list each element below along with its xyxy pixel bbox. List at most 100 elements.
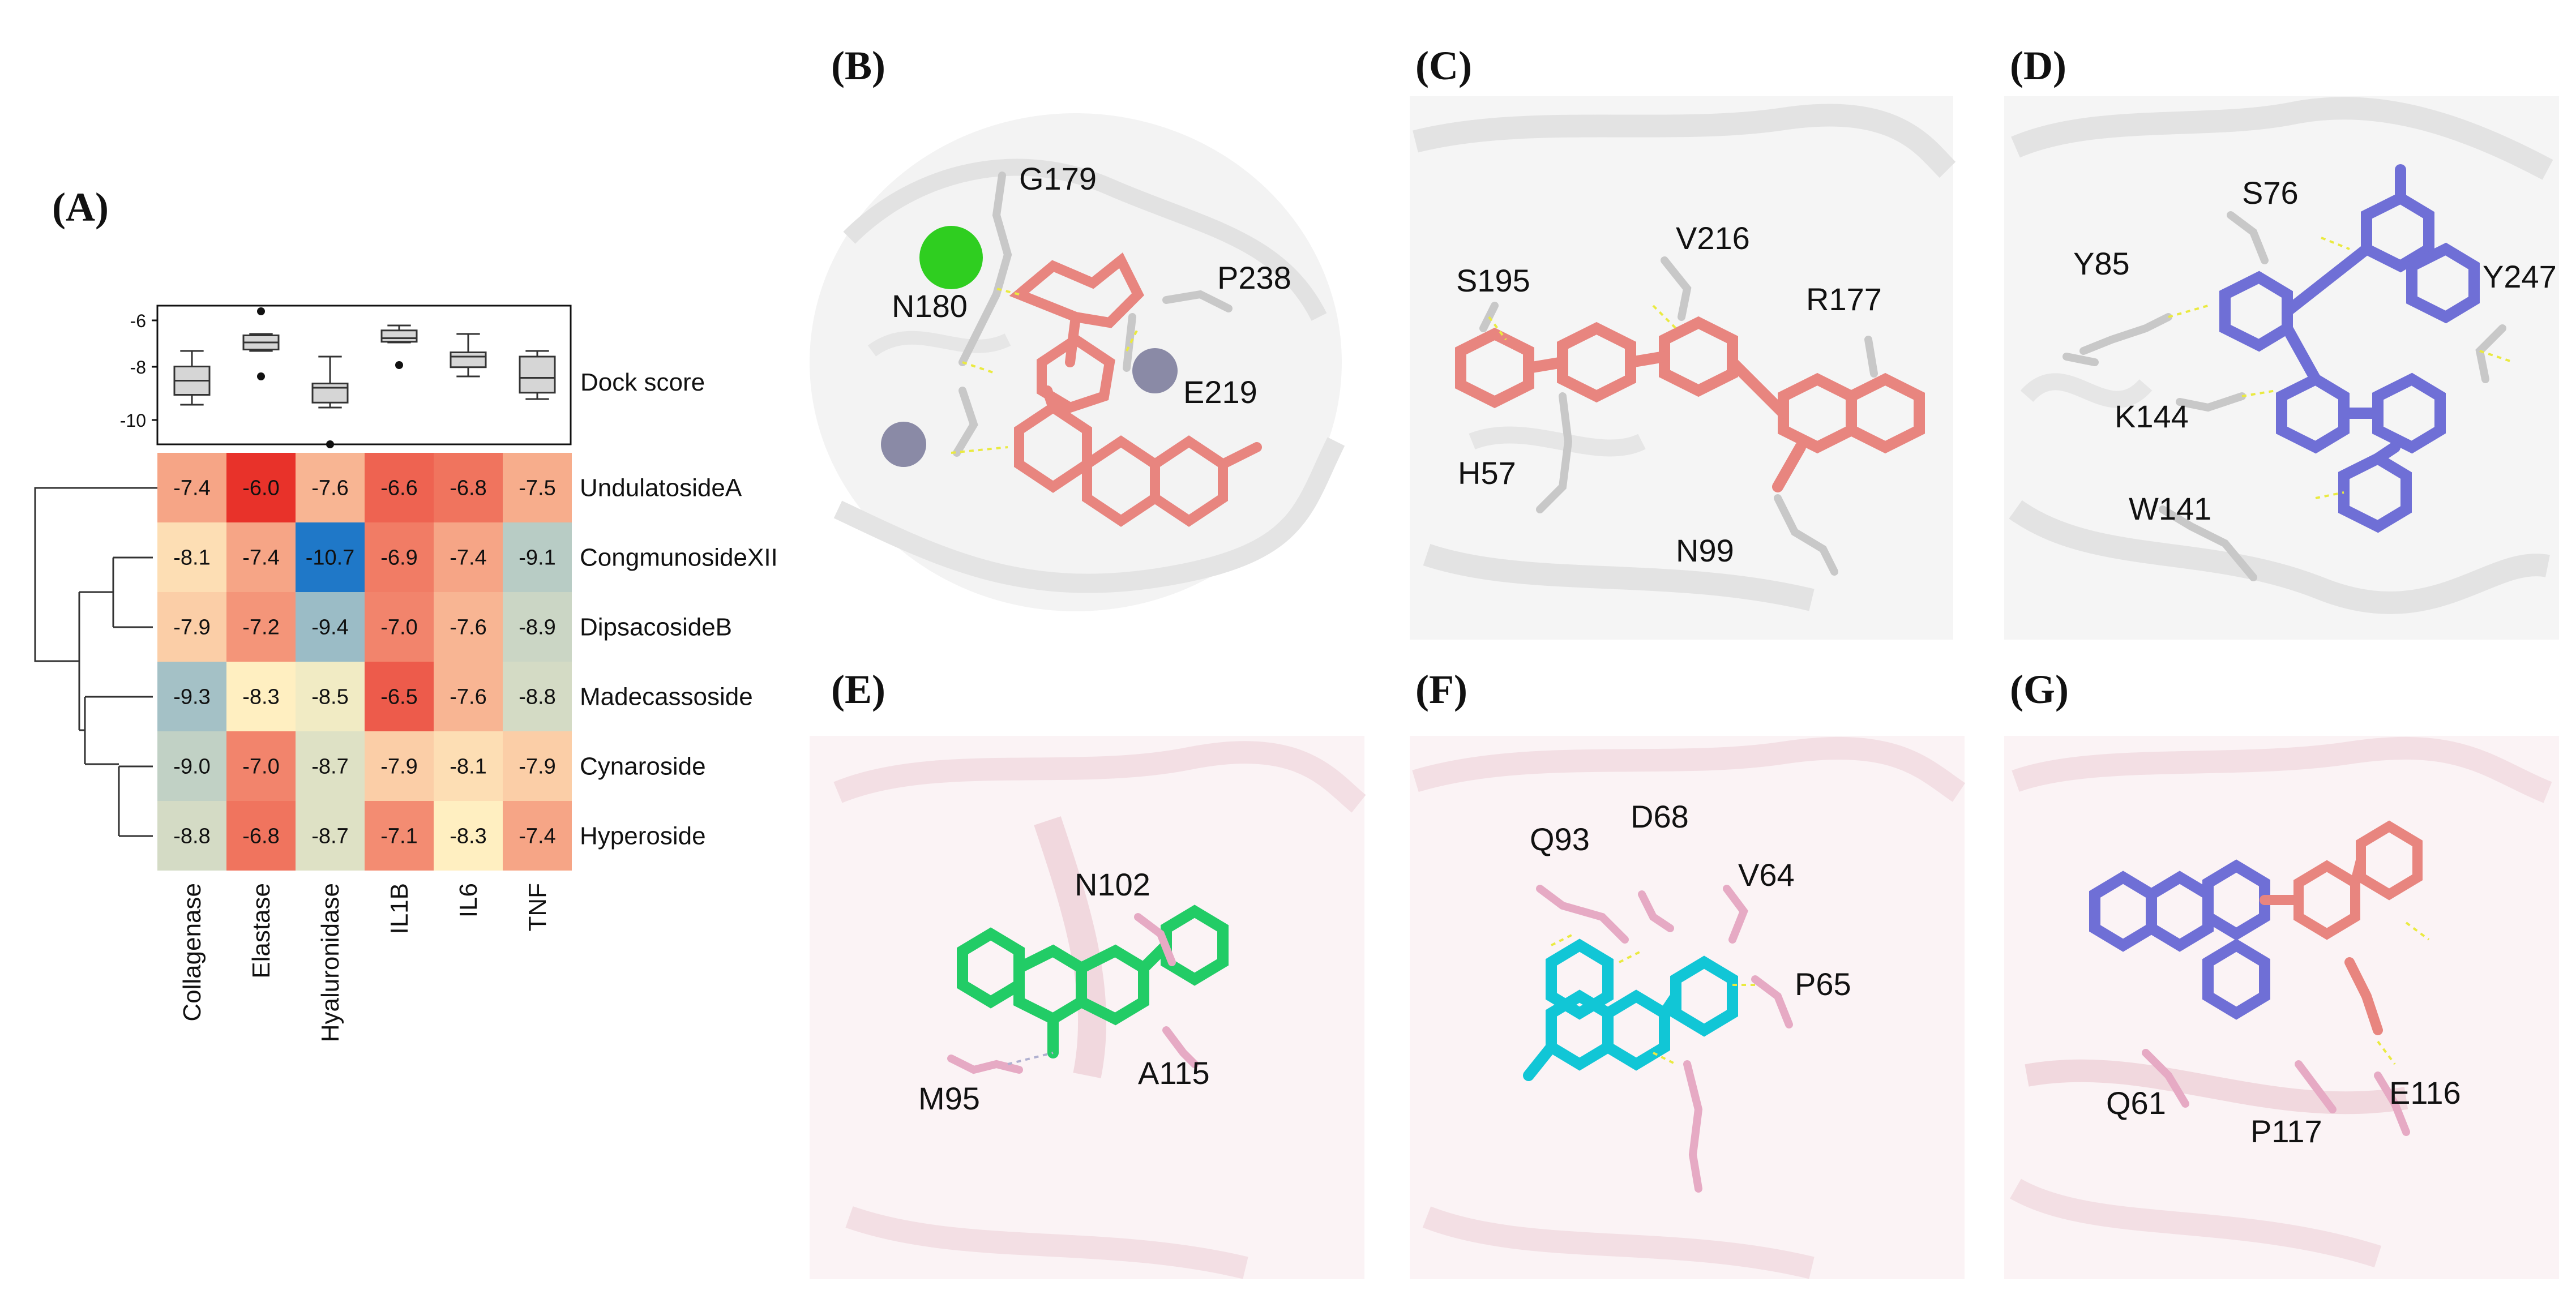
panel-label-g: (G) xyxy=(2010,667,2069,712)
structure-e: N102 M95 A115 xyxy=(810,736,1366,1279)
residue-label: N180 xyxy=(892,288,968,324)
heatmap-cell xyxy=(226,662,296,731)
row-dendrogram xyxy=(34,487,157,837)
heatmap-row-labels: UndulatosideACongmunosideXIIDipsacosideB… xyxy=(580,474,778,850)
structure-b: G179 N180 P238 E219 xyxy=(810,96,1364,640)
heatmap-cell-value: -7.9 xyxy=(519,755,555,779)
heatmap-cell xyxy=(157,522,226,592)
heatmap-cell-value: -9.4 xyxy=(311,616,348,640)
heatmap-cell xyxy=(503,453,572,522)
heatmap-cell xyxy=(434,522,503,592)
heatmap-cell-value: -8.9 xyxy=(519,616,555,640)
heatmap-cell xyxy=(434,662,503,731)
heatmap-cell-value: -7.6 xyxy=(311,477,348,500)
heatmap-cell-value: -6.5 xyxy=(380,685,417,709)
structure-c: S195 V216 R177 H57 N99 xyxy=(1410,96,1956,640)
heatmap-row-label: CongmunosideXII xyxy=(580,544,778,572)
residue-label: Y247 xyxy=(2483,259,2557,294)
residue-label: P117 xyxy=(2250,1113,2322,1149)
residue-label: D68 xyxy=(1631,799,1689,834)
boxplot-iqr xyxy=(450,352,487,368)
residue-label: V64 xyxy=(1738,857,1795,893)
panel-label-d: (D) xyxy=(2010,43,2066,88)
heatmap-cell-value: -7.4 xyxy=(519,825,555,848)
heatmap-cell-value: -7.0 xyxy=(380,616,417,640)
heatmap-cell xyxy=(503,801,572,871)
heatmap-cell xyxy=(434,801,503,871)
heatmap-row-label: Hyperoside xyxy=(580,822,706,850)
heatmap-cell-value: -6.9 xyxy=(380,546,417,570)
panel-label-f: (F) xyxy=(1415,667,1467,712)
heatmap-cell-value: -9.1 xyxy=(519,546,555,570)
heatmap-cell xyxy=(226,801,296,871)
heatmap-row-label: UndulatosideA xyxy=(580,474,742,502)
heatmap-cell-value: -7.6 xyxy=(450,685,486,709)
heatmap-cell xyxy=(157,731,226,801)
heatmap-cell-value: -6.0 xyxy=(242,477,279,500)
heatmap-cell-value: -8.3 xyxy=(450,825,486,848)
heatmap-cell-value: -6.8 xyxy=(242,825,279,848)
heatmap-cell xyxy=(434,453,503,522)
heatmap-cell-value: -8.8 xyxy=(173,825,210,848)
heatmap-column-label: TNF xyxy=(524,883,551,932)
boxplot-iqr xyxy=(519,355,556,394)
heatmap-cell-value: -7.1 xyxy=(380,825,417,848)
heatmap-cell-value: -8.8 xyxy=(519,685,555,709)
boxplot-panel: -6 -8 -10 Dock score xyxy=(120,305,705,448)
heatmap-cell-value: -7.4 xyxy=(242,546,279,570)
boxplot-outlier xyxy=(326,440,334,448)
ion-sphere-green xyxy=(919,226,983,289)
heatmap-cell-value: -10.7 xyxy=(306,546,355,570)
residue-label: E219 xyxy=(1183,374,1257,410)
heatmap-cell xyxy=(296,453,365,522)
residue-label: S76 xyxy=(2242,175,2299,211)
heatmap-column-label: IL1B xyxy=(386,883,413,935)
heatmap-cell xyxy=(503,731,572,801)
ion-sphere-gray-1 xyxy=(1132,348,1178,393)
heatmap-column-label: Collagenase xyxy=(178,883,206,1022)
boxplot-iqr xyxy=(380,329,418,343)
heatmap-cell-value: -6.8 xyxy=(450,477,486,500)
heatmap-cell xyxy=(365,453,434,522)
heatmap-cell-value: -7.0 xyxy=(242,755,279,779)
residue-label: N99 xyxy=(1676,533,1734,568)
heatmap: -7.4-6.0-7.6-6.6-6.8-7.5-8.1-7.4-10.7-6.… xyxy=(157,453,572,871)
heatmap-cell-value: -9.0 xyxy=(173,755,210,779)
heatmap-column-label: Elastase xyxy=(247,883,275,979)
heatmap-cell xyxy=(226,453,296,522)
heatmap-cell-value: -7.5 xyxy=(519,477,555,500)
boxplot-box xyxy=(380,324,418,369)
boxplot-ytick-3: -10 xyxy=(120,410,146,431)
residue-label: P65 xyxy=(1795,966,1851,1002)
residue-label: N102 xyxy=(1075,867,1150,902)
heatmap-cell xyxy=(296,522,365,592)
heatmap-cell xyxy=(365,522,434,592)
structure-f: Q93 D68 V64 P65 xyxy=(1410,736,1966,1279)
heatmap-cell xyxy=(157,453,226,522)
boxplot-box xyxy=(519,350,556,400)
heatmap-cell xyxy=(296,662,365,731)
heatmap-cell xyxy=(296,592,365,662)
heatmap-cell xyxy=(365,662,434,731)
heatmap-cell xyxy=(157,592,226,662)
boxplot-frame xyxy=(156,305,572,445)
heatmap-cell xyxy=(157,801,226,871)
heatmap-cell xyxy=(503,592,572,662)
panel-label-a: (A) xyxy=(52,185,109,230)
heatmap-row-label: Madecassoside xyxy=(580,683,753,711)
residue-label: W141 xyxy=(2129,491,2211,526)
panel-label-c: (C) xyxy=(1415,43,1472,88)
heatmap-cell xyxy=(365,801,434,871)
boxplot-ytick-2: -8 xyxy=(130,357,146,378)
heatmap-cell-value: -8.1 xyxy=(173,546,210,570)
panel-label-b: (B) xyxy=(831,43,885,88)
heatmap-cell xyxy=(434,592,503,662)
heatmap-cell xyxy=(434,731,503,801)
heatmap-cell-value: -7.6 xyxy=(450,616,486,640)
heatmap-cell-value: -8.1 xyxy=(450,755,486,779)
heatmap-cell-value: -7.9 xyxy=(380,755,417,779)
heatmap-cell xyxy=(296,731,365,801)
residue-label: K144 xyxy=(2115,398,2189,434)
